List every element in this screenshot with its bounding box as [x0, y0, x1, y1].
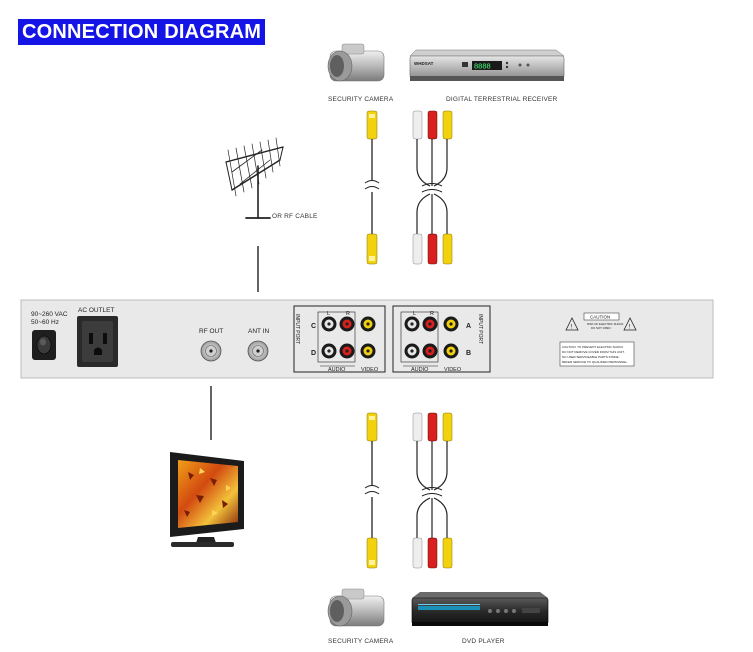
digital-receiver-label: DIGITAL TERRESTRIAL RECEIVER: [446, 96, 558, 103]
port-d-label: D: [311, 350, 316, 357]
video-cable-bottom: [364, 412, 380, 569]
warning-triangle-icon: [623, 317, 637, 331]
video-label-left: VIDEO: [361, 367, 379, 373]
rf-out-label: RF OUT: [199, 328, 223, 335]
port-c-label: C: [311, 323, 316, 330]
caution-body-line4: REFER SERVICE TO QUALIFIED PERSONNEL.: [562, 360, 628, 364]
left-channel-label-2: L: [413, 311, 416, 317]
tv-antenna-icon: [225, 137, 284, 219]
right-channel-label-2: R: [430, 311, 434, 317]
av-cable-top: [412, 110, 453, 265]
caution-body-line1: CAUTION: TO PREVENT ELECTRIC SHOCK: [562, 345, 623, 349]
diagram-title: CONNECTION DIAGRAM: [18, 19, 266, 45]
input-port-label-left: INPUT PORT: [294, 314, 300, 344]
tv-monitor-icon: [170, 452, 244, 547]
caution-body-line3: NO USER SERVICEABLE PARTS INSIDE.: [562, 355, 620, 359]
port-b-label: B: [466, 350, 471, 357]
input-port-block-right: INPUT PORT L R A B AUDIO VIDEO: [392, 305, 491, 373]
ant-in-connector[interactable]: [247, 340, 269, 362]
caution-title: CAUTION: [590, 315, 610, 320]
ac-outlet-label: AC OUTLET: [78, 307, 115, 314]
av-cable-bottom: [412, 412, 453, 569]
input-port-label-right: INPUT PORT: [477, 314, 483, 344]
security-camera-bottom-label: SECURITY CAMERA: [328, 638, 394, 645]
digital-receiver-icon: 8888 WHDSAT: [409, 49, 565, 81]
dvd-player-icon: [411, 592, 549, 626]
power-switch[interactable]: [32, 330, 56, 360]
security-camera-bottom-icon: [327, 588, 385, 627]
caution-sub1: RISK OF ELECTRIC SHOCK: [587, 322, 624, 326]
ac-outlet: [77, 316, 118, 367]
receiver-display-text: 8888: [474, 62, 491, 71]
caution-label: ! ! CAUTION RISK OF ELECTRIC SHOCK DO NO…: [559, 312, 637, 367]
receiver-brand-text: WHDSAT: [414, 61, 434, 66]
rf-out-connector[interactable]: [200, 340, 222, 362]
svg-text:!: !: [629, 325, 631, 331]
video-label-right: VIDEO: [444, 367, 462, 373]
power-spec-line2: 50~60 Hz: [31, 319, 59, 326]
dvd-player-label: DVD PLAYER: [462, 638, 505, 645]
security-camera-top-label: SECURITY CAMERA: [328, 96, 394, 103]
right-channel-label: R: [346, 311, 350, 317]
ant-in-label: ANT IN: [248, 328, 269, 335]
svg-text:!: !: [571, 325, 573, 331]
rf-cable-label: OR RF CABLE: [272, 213, 318, 220]
video-cable-top: [364, 110, 380, 265]
input-port-block-left: INPUT PORT L R C D AUDIO VIDEO: [293, 305, 386, 373]
left-channel-label: L: [327, 311, 330, 317]
audio-label-right: AUDIO: [411, 367, 429, 373]
warning-triangle-icon: [565, 317, 579, 331]
security-camera-top-icon: [327, 43, 385, 82]
audio-label-left: AUDIO: [328, 367, 346, 373]
caution-body-line2: DO NOT REMOVE COVER FROM THIS UNIT.: [562, 350, 625, 354]
power-spec-line1: 90~260 VAC: [31, 311, 68, 318]
port-a-label: A: [466, 323, 471, 330]
caution-sub2: DO NOT OPEN: [591, 326, 611, 330]
